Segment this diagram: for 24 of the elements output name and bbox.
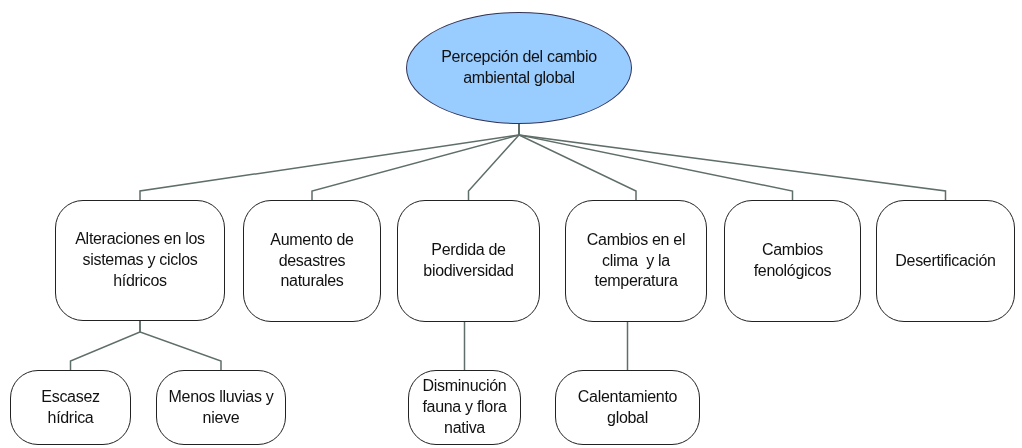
- topic-box: [10, 370, 131, 445]
- topic-box: [876, 200, 1015, 322]
- topic-box: [555, 370, 700, 445]
- connector-line: [626, 321, 629, 371]
- topic-box: [243, 200, 381, 322]
- node-label: Perdida de biodiversidad: [422, 240, 515, 281]
- node-label: Percepción del cambio ambiental global: [440, 47, 598, 88]
- node-label: Escasez hídrica: [40, 386, 101, 428]
- topic-box: [724, 200, 861, 322]
- node-label: Cambios en el clima y la temperatura: [585, 229, 687, 292]
- topic-box: [397, 200, 540, 322]
- topic-box: [156, 370, 286, 445]
- node-label: Alteraciones en los sistemas y ciclos hídricos: [74, 229, 206, 291]
- topic-box: [408, 370, 521, 445]
- node-label: Cambios fenológicos: [752, 240, 833, 281]
- topic-box: [565, 200, 707, 322]
- node-label: Desertificación: [895, 250, 996, 271]
- node-label: Disminución fauna y flora nativa: [421, 376, 508, 438]
- node-label: Menos lluvias y nieve: [167, 386, 275, 428]
- node-label: Calentamiento global: [576, 386, 679, 428]
- topic-box: [55, 200, 225, 321]
- node-label: Aumento de desastres naturales: [269, 229, 355, 292]
- connector-line: [463, 321, 466, 371]
- connector-line: [139, 320, 222, 371]
